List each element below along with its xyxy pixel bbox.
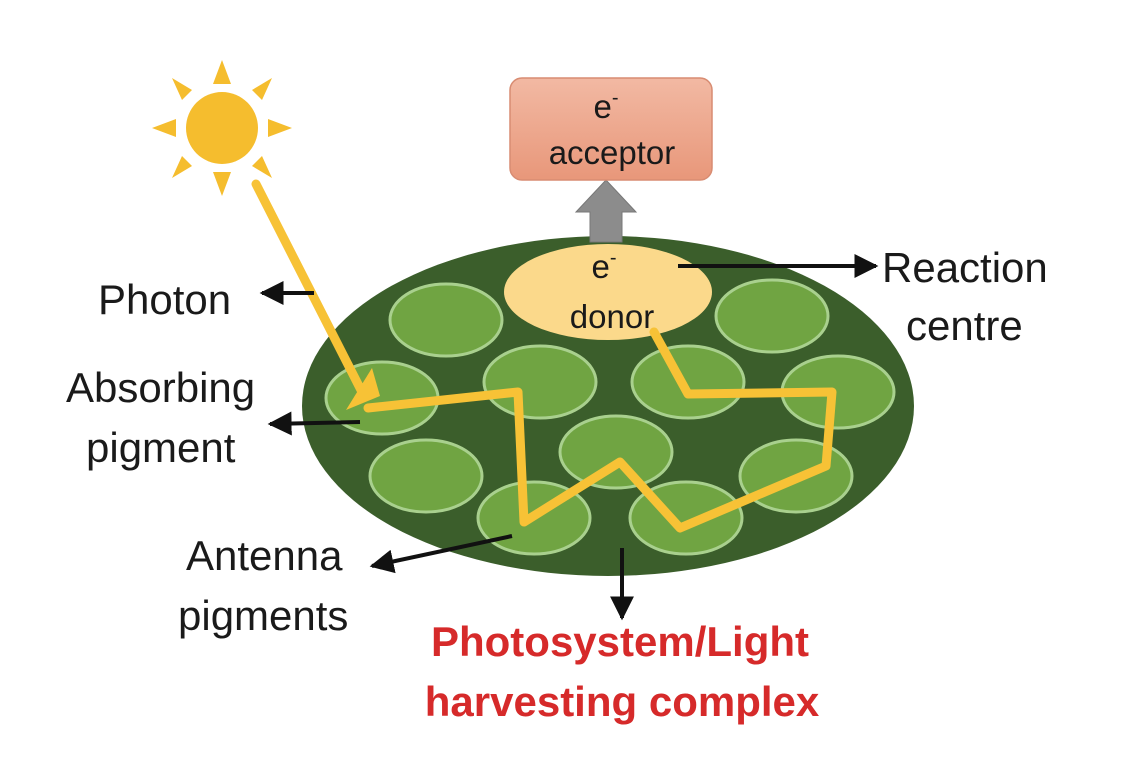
antenna-pigments-label-line2: pigments — [178, 592, 348, 639]
reaction-centre-label-line1: Reaction — [882, 244, 1048, 291]
pigment-circle — [558, 414, 674, 490]
photon-ray-arrowhead — [346, 368, 380, 410]
donor-label: donor — [570, 298, 654, 335]
pigment-circle — [482, 344, 598, 420]
up-arrow — [574, 179, 638, 243]
electron-acceptor-box — [509, 77, 713, 181]
energy-transfer-path — [363, 327, 837, 533]
donor-electron-symbol: e- — [591, 247, 616, 285]
photon-ray — [251, 179, 367, 397]
photosystem-title-line2: harvesting complex — [425, 678, 820, 725]
pigment-circle — [630, 344, 746, 420]
pigment-circle — [368, 438, 484, 514]
reaction-centre-label-line2: centre — [906, 302, 1023, 349]
acceptor-electron-symbol: e- — [593, 87, 618, 125]
pigment-circle — [714, 278, 830, 354]
photon-label: Photon — [98, 276, 231, 323]
sun-icon — [152, 60, 292, 196]
antenna-pigments-label-line1: Antenna — [186, 532, 343, 579]
absorbing-pigment-label-line2: pigment — [86, 424, 236, 471]
absorbing-pointer-arrow — [267, 411, 361, 436]
acceptor-label: acceptor — [549, 134, 676, 171]
pigment-circle — [388, 282, 504, 358]
absorbing-pigment-label-line1: Absorbing — [66, 364, 255, 411]
photosystem-title-line1: Photosystem/Light — [431, 618, 809, 665]
antenna-pointer-arrow — [369, 534, 513, 574]
reaction-centre-donor — [504, 244, 712, 340]
